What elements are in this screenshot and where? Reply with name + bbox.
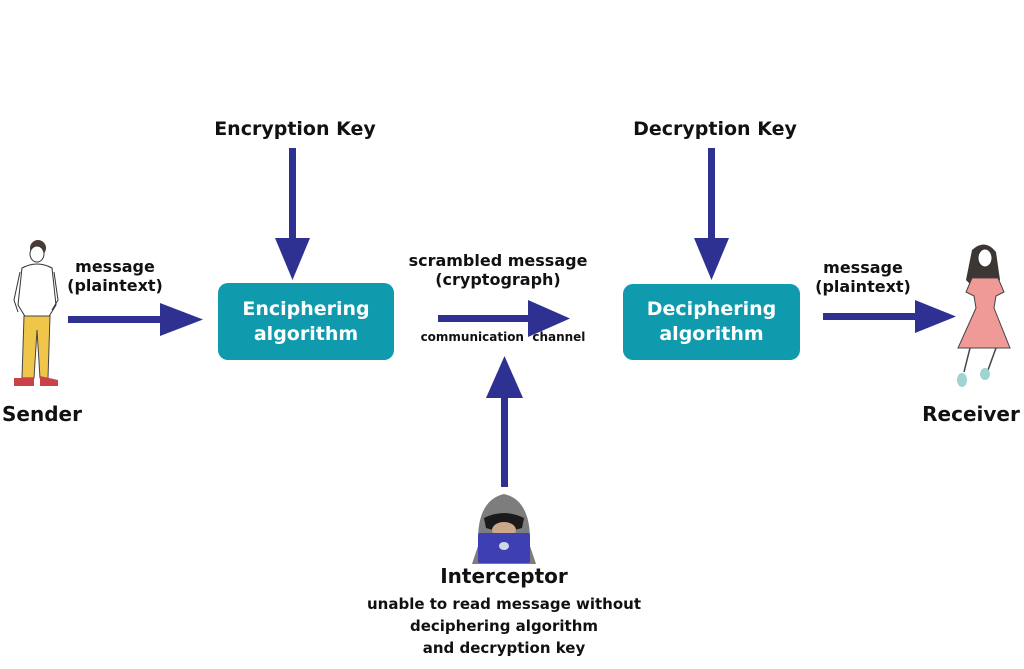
receiver-label: Receiver: [922, 402, 1020, 426]
enciphering-line2: algorithm: [253, 322, 359, 345]
interceptor-label: Interceptor: [440, 564, 568, 588]
plaintext-right-label: message (plaintext): [808, 258, 918, 296]
deciphering-line1: Deciphering: [646, 298, 777, 321]
decryption-key-label: Decryption Key: [633, 118, 797, 140]
enciphering-line1: Enciphering: [242, 297, 370, 320]
interceptor-figure-icon: [472, 494, 536, 564]
interceptor-desc-line2: deciphering algorithm: [409, 616, 599, 635]
receiver-figure-icon: [957, 244, 1011, 387]
plaintext-right-line2: (plaintext): [815, 277, 911, 297]
deciphering-line2: algorithm: [659, 323, 764, 345]
sender-figure-icon: [13, 240, 59, 386]
enciphering-algorithm-box: Enciphering algorithm: [218, 283, 394, 360]
interceptor-desc-line1: unable to read message without: [366, 595, 642, 613]
arrow-communication-channel: [438, 300, 570, 337]
arrow-encryption-key-down: [275, 148, 310, 280]
scrambled-message-label: scrambled message (cryptograph): [398, 251, 598, 289]
deciphering-algorithm-box: Deciphering algorithm: [623, 284, 800, 360]
arrow-interceptor-up: [486, 356, 523, 487]
interceptor-desc-line3: and decryption key: [422, 638, 586, 657]
arrow-decryption-key-down: [694, 148, 729, 280]
plaintext-left-label: message (plaintext): [60, 257, 170, 295]
plaintext-left-line2: (plaintext): [67, 276, 163, 296]
arrow-deciphering-to-receiver: [823, 300, 956, 333]
plaintext-left-line1: message: [75, 257, 155, 276]
encryption-key-label: Encryption Key: [214, 118, 376, 140]
scrambled-line1: scrambled message: [408, 251, 588, 270]
interceptor-description: unable to read message without decipheri…: [354, 594, 654, 659]
communication-channel-label: communication channel: [420, 330, 586, 344]
scrambled-line2: (cryptograph): [435, 270, 561, 290]
sender-label: Sender: [2, 402, 82, 426]
arrow-sender-to-enciphering: [68, 303, 203, 336]
plaintext-right-line1: message: [823, 258, 903, 277]
